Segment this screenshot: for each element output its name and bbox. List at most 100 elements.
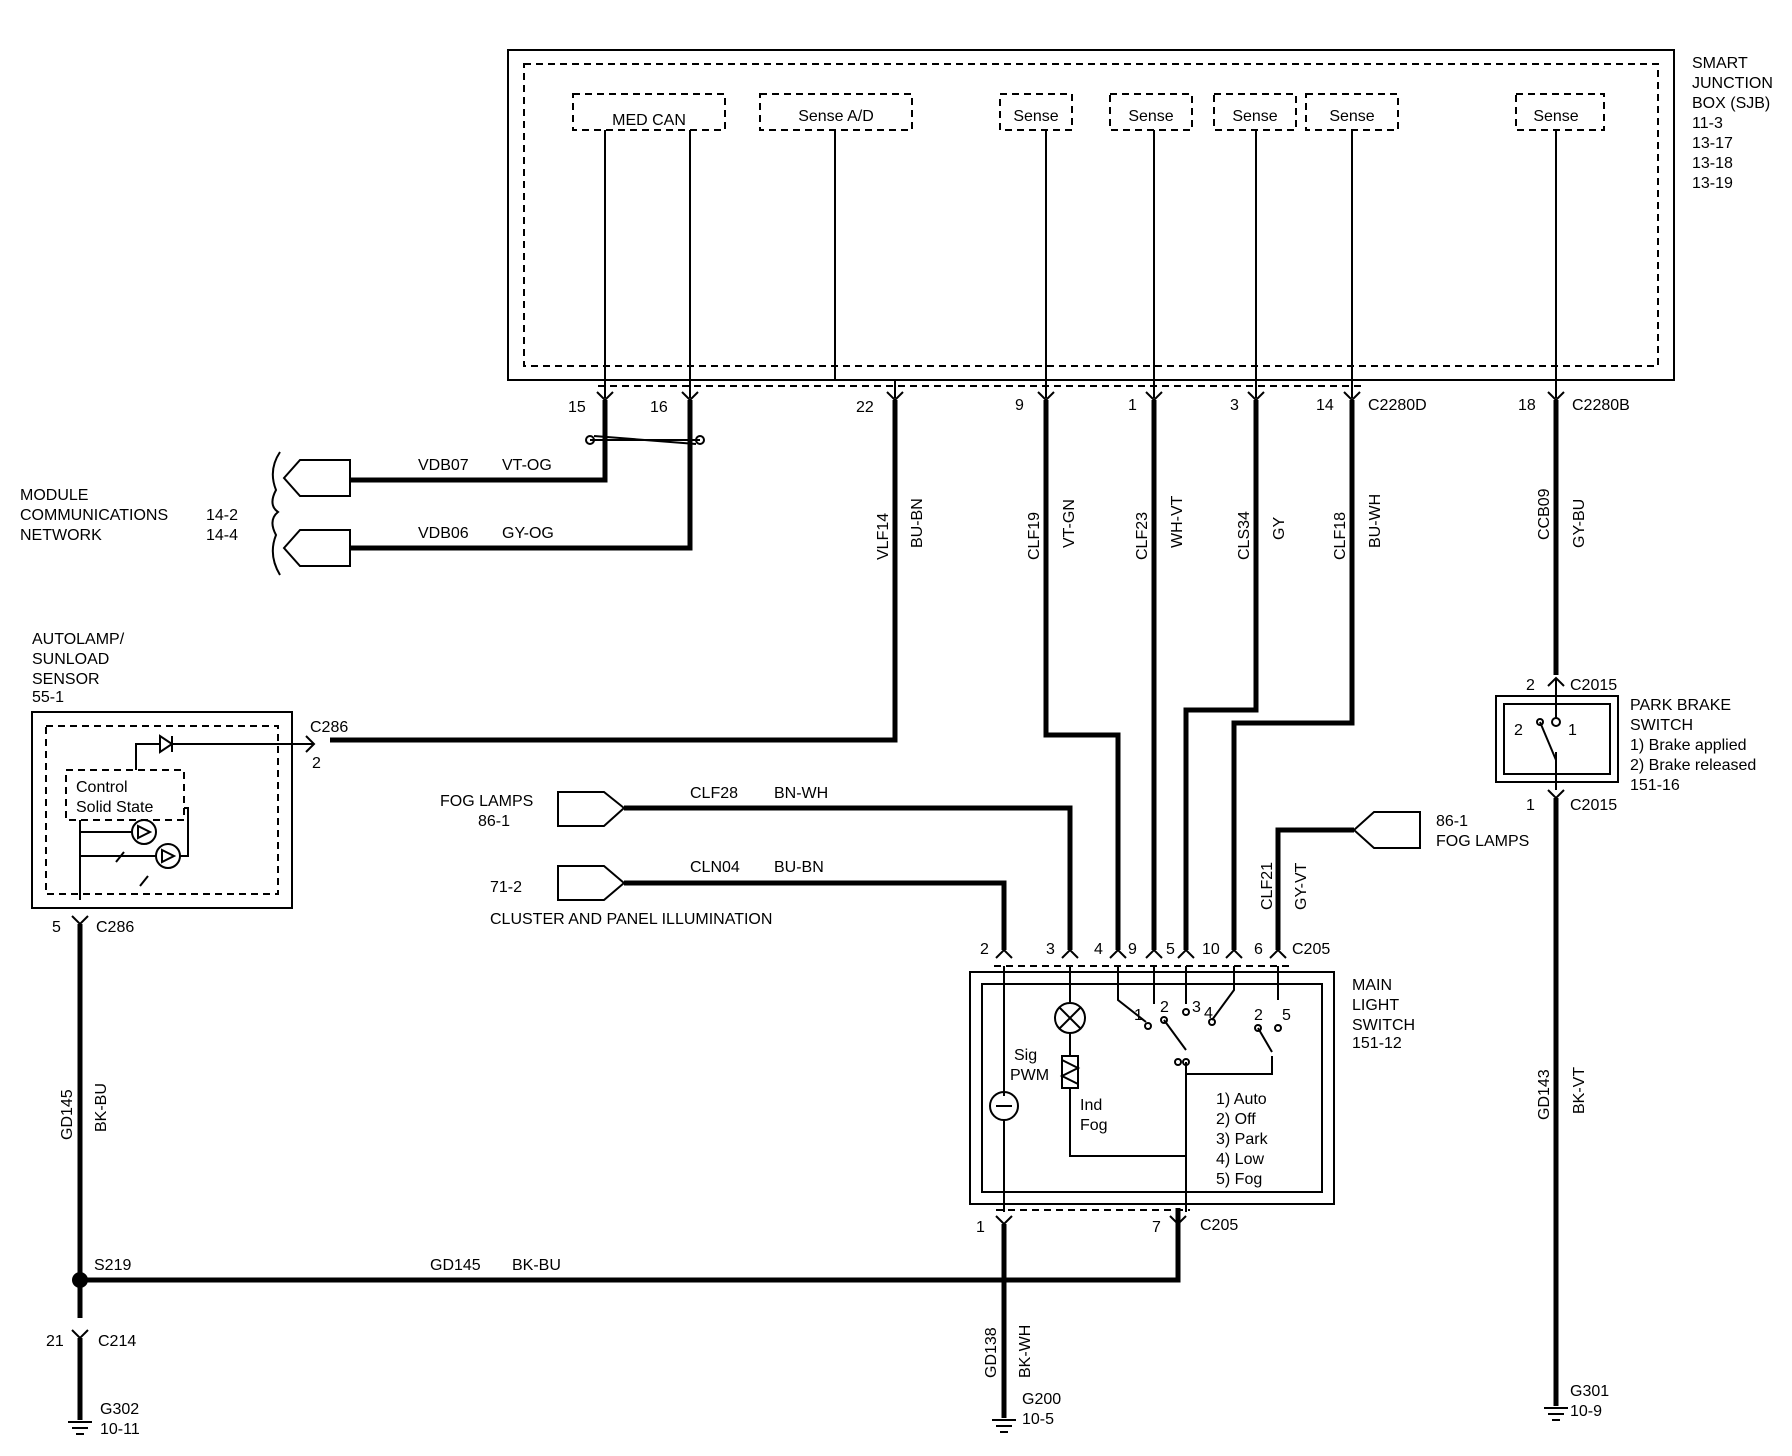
svg-text:SENSOR: SENSOR [32, 671, 100, 688]
wire-label-clf28: CLF28 [690, 785, 738, 802]
svg-text:Sense: Sense [1329, 108, 1374, 125]
svg-text:NETWORK: NETWORK [20, 527, 102, 544]
wire-color-vt-og: VT-OG [502, 457, 552, 474]
c205-bottom-pin1: 1 [976, 1219, 985, 1236]
wire-clf18 [1231, 400, 1355, 950]
wire-label-gd145-horizontal: GD145 [430, 1257, 481, 1274]
svg-text:C2280D: C2280D [1368, 397, 1427, 414]
wire-color-bu-bn: BU-BN [909, 498, 926, 548]
svg-text:Sense: Sense [1232, 108, 1277, 125]
g200-ref: 10-5 [1022, 1411, 1054, 1428]
svg-text:4: 4 [1204, 1005, 1213, 1022]
wire-label-cln04: CLN04 [690, 859, 740, 876]
svg-text:1: 1 [1128, 397, 1137, 414]
sjb-pin-labels: 15 16 22 9 1 3 14 C2280D 18 C2280B [568, 397, 1630, 416]
svg-text:4: 4 [1094, 941, 1103, 958]
wire-color-bk-bu-horizontal: BK-BU [512, 1257, 561, 1274]
ground-g200-icon [992, 1419, 1016, 1433]
c2015-bottom-chevron [1547, 789, 1565, 800]
c2015-bottom-pin: 1 [1526, 797, 1535, 814]
svg-text:Solid State: Solid State [76, 799, 153, 816]
svg-text:5) Fog: 5) Fog [1216, 1171, 1262, 1188]
svg-text:Control: Control [76, 779, 128, 796]
svg-text:86-1: 86-1 [478, 813, 510, 830]
svg-text:151-12: 151-12 [1352, 1035, 1402, 1052]
svg-text:71-2: 71-2 [490, 879, 522, 896]
svg-text:151-16: 151-16 [1630, 777, 1680, 794]
wire-vlf14 [330, 400, 898, 743]
c2015-top-pin: 2 [1526, 677, 1535, 694]
wire-color-bu-bn-2: BU-BN [774, 859, 824, 876]
svg-text:14-2: 14-2 [206, 507, 238, 524]
wire-label-vdb06: VDB06 [418, 525, 469, 542]
svg-text:Sense: Sense [1533, 108, 1578, 125]
svg-text:JUNCTION: JUNCTION [1692, 75, 1773, 92]
svg-text:Sense: Sense [1128, 108, 1173, 125]
wire-cls34 [1183, 400, 1259, 950]
wire-gd145-horizontal [80, 1208, 1181, 1283]
ground-g301-icon [1544, 1407, 1568, 1421]
g302-ref: 10-11 [100, 1421, 140, 1438]
wire-label-ccb09: CCB09 [1536, 488, 1553, 540]
c286-bottom-label: C286 [96, 919, 134, 936]
svg-text:13-19: 13-19 [1692, 175, 1733, 192]
svg-text:PARK BRAKE: PARK BRAKE [1630, 697, 1731, 714]
connector-cluster-icon [557, 865, 626, 901]
sjb-outer-box [507, 49, 1675, 381]
c286-top-label: C286 [310, 719, 348, 736]
c2015-bottom-label: C2015 [1570, 797, 1617, 814]
wire-color-gy: GY [1271, 517, 1288, 540]
sjb-block-sense-1: Sense [1109, 93, 1193, 131]
svg-text:1) Auto: 1) Auto [1216, 1091, 1267, 1108]
svg-text:2: 2 [1160, 999, 1169, 1016]
svg-text:18: 18 [1518, 397, 1536, 414]
wire-color-vt-gn: VT-GN [1061, 499, 1078, 548]
sjb-block-sense-14: Sense [1305, 93, 1399, 131]
c214-label: C214 [98, 1333, 136, 1350]
wire-clf28 [624, 805, 1073, 950]
svg-text:Ind: Ind [1080, 1097, 1102, 1114]
sjb-internal-leads [604, 130, 1557, 398]
wire-color-bk-vt: BK-VT [1571, 1067, 1588, 1114]
svg-text:86-1: 86-1 [1436, 813, 1468, 830]
svg-text:3) Park: 3) Park [1216, 1131, 1269, 1148]
svg-text:FOG LAMPS: FOG LAMPS [440, 793, 533, 810]
svg-text:5: 5 [1166, 941, 1175, 958]
connector-fog-right-icon [1352, 811, 1421, 849]
svg-text:FOG LAMPS: FOG LAMPS [1436, 833, 1529, 850]
svg-text:CLUSTER AND PANEL ILLUMINATION: CLUSTER AND PANEL ILLUMINATION [490, 911, 772, 928]
sjb-block-sense-3: Sense [1213, 93, 1297, 131]
splice-s219-label: S219 [94, 1257, 131, 1274]
svg-text:16: 16 [650, 399, 668, 416]
wire-color-wh-vt: WH-VT [1169, 495, 1186, 548]
svg-text:14: 14 [1316, 397, 1334, 414]
svg-text:4) Low: 4) Low [1216, 1151, 1264, 1168]
g301-ref: 10-9 [1570, 1403, 1602, 1420]
wire-color-gy-vt: GY-VT [1293, 862, 1310, 910]
svg-text:2) Off: 2) Off [1216, 1111, 1256, 1128]
park-brake-switch: 2 1 PARK BRAKE SWITCH 1) Brake applied 2… [1495, 678, 1756, 794]
wire-label-vlf14: VLF14 [875, 513, 892, 560]
wire-color-bn-wh: BN-WH [774, 785, 828, 802]
svg-text:3: 3 [1046, 941, 1055, 958]
wire-color-bu-wh: BU-WH [1367, 494, 1384, 548]
led-icon-2 [155, 843, 181, 869]
wire-label-gd143: GD143 [1536, 1069, 1553, 1120]
wire-label-vdb07: VDB07 [418, 457, 469, 474]
svg-text:MODULE: MODULE [20, 487, 88, 504]
svg-text:PWM: PWM [1010, 1067, 1049, 1084]
svg-text:14-4: 14-4 [206, 527, 238, 544]
sjb-title: SMART JUNCTION BOX (SJB) 11-3 13-17 13-1… [1692, 55, 1773, 192]
svg-text:Sense: Sense [1013, 108, 1058, 125]
sjb-block-sense-9: Sense [999, 93, 1073, 131]
c214-chevron [71, 1329, 89, 1340]
wire-vdb06 [350, 400, 693, 551]
svg-text:13-17: 13-17 [1692, 135, 1733, 152]
wire-label-clf23: CLF23 [1134, 512, 1151, 560]
svg-text:BOX (SJB): BOX (SJB) [1692, 95, 1770, 112]
wire-label-clf18: CLF18 [1332, 512, 1349, 560]
svg-text:3: 3 [1230, 397, 1239, 414]
wire-color-gy-og: GY-OG [502, 525, 554, 542]
svg-text:SWITCH: SWITCH [1352, 1017, 1415, 1034]
c205-bottom-label: C205 [1200, 1217, 1238, 1234]
